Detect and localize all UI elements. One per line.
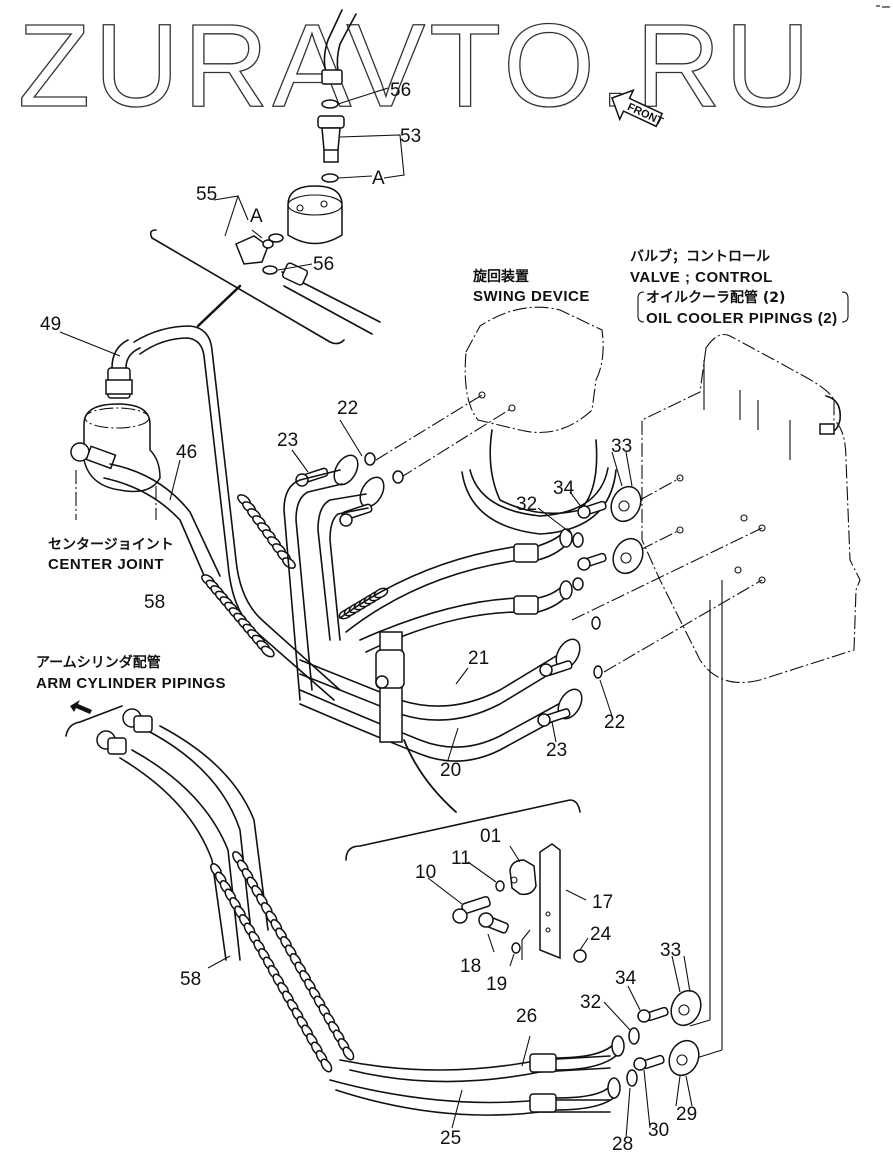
center-joint-label: センタージョイント CENTER JOINT	[48, 537, 174, 573]
callout-58: 58	[144, 592, 165, 613]
callout-10: 10	[415, 862, 436, 883]
callout-32: 32	[580, 992, 601, 1013]
callout-23: 23	[546, 740, 567, 761]
arm-cylinder-pipings	[65, 700, 702, 1139]
swing-label-jp: 旋回装置	[472, 268, 529, 285]
valve-label-jp: バルブ；コントロール	[630, 248, 770, 265]
callout-a: A	[372, 168, 385, 189]
valve-label: バルブ；コントロール VALVE ; CONTROL オイルクーラ配管 (2) …	[630, 248, 849, 327]
center-joint-group	[59, 325, 341, 701]
center-joint-label-en: CENTER JOINT	[48, 556, 164, 573]
callout-32: 32	[516, 494, 537, 515]
hose-protector-lower	[210, 851, 355, 1073]
callout-49: 49	[40, 314, 61, 335]
callout-24: 24	[590, 924, 612, 945]
valve-flanges-upper	[569, 451, 644, 575]
callout-46: 46	[176, 442, 197, 463]
pipes-20-21	[299, 616, 613, 813]
callout-17: 17	[592, 892, 613, 913]
callout-20: 20	[440, 760, 461, 781]
arm-cylinder-label: アームシリンダ配管 ARM CYLINDER PIPINGS	[36, 654, 226, 692]
callout-19: 19	[486, 974, 507, 995]
callout-33: 33	[611, 436, 632, 457]
callout-26: 26	[516, 1006, 537, 1027]
callout-29: 29	[676, 1104, 697, 1125]
callout-11: 11	[451, 848, 471, 869]
clamp-detail	[345, 799, 589, 967]
arm-direction-arrow-icon	[70, 700, 92, 714]
callout-53: 53	[400, 126, 421, 147]
swing-device-group	[461, 306, 617, 535]
oil-cooler-label-en: OIL COOLER PIPINGS (2)	[646, 310, 838, 327]
callout-22: 22	[604, 712, 625, 733]
oil-cooler-label-jp: オイルクーラ配管 (2)	[646, 289, 785, 306]
callout-23: 23	[277, 430, 298, 451]
callout-22: 22	[337, 398, 358, 419]
callout-56: 56	[313, 254, 334, 275]
swing-flanges	[283, 394, 513, 701]
callout-25: 25	[440, 1128, 461, 1149]
callout-18: 18	[460, 956, 481, 977]
corner-mark	[876, 5, 890, 8]
callout-01: 01	[480, 826, 501, 847]
callout-34: 34	[553, 478, 575, 499]
top-fitting-group	[149, 9, 405, 345]
arm-cylinder-label-en: ARM CYLINDER PIPINGS	[36, 675, 226, 692]
callout-58: 58	[180, 969, 201, 990]
hose-coil-ring	[320, 1058, 333, 1073]
callout-55: 55	[196, 184, 217, 205]
swing-label: 旋回装置 SWING DEVICE	[472, 268, 590, 305]
arm-cylinder-label-jp: アームシリンダ配管	[36, 654, 161, 671]
hoses-mid	[339, 507, 584, 653]
callout-28: 28	[612, 1134, 633, 1155]
callout-a: A	[250, 206, 263, 227]
callout-34: 34	[615, 968, 637, 989]
callout-21: 21	[468, 648, 489, 669]
callouts: 56 53 A 55 A 56 49 46 58 22 23 32 34 33 …	[40, 80, 697, 1155]
hose-coil-ring	[260, 645, 275, 658]
callout-30: 30	[648, 1120, 669, 1141]
callout-33: 33	[660, 940, 681, 961]
callout-56: 56	[390, 80, 411, 101]
watermark-text: ZURAVTO.RU	[18, 0, 814, 132]
valve-label-en: VALVE ; CONTROL	[630, 269, 773, 286]
hose-coil-ring	[342, 1046, 355, 1061]
control-valve-group	[571, 333, 861, 1061]
center-joint-label-jp: センタージョイント	[48, 537, 174, 553]
swing-label-en: SWING DEVICE	[473, 288, 590, 305]
